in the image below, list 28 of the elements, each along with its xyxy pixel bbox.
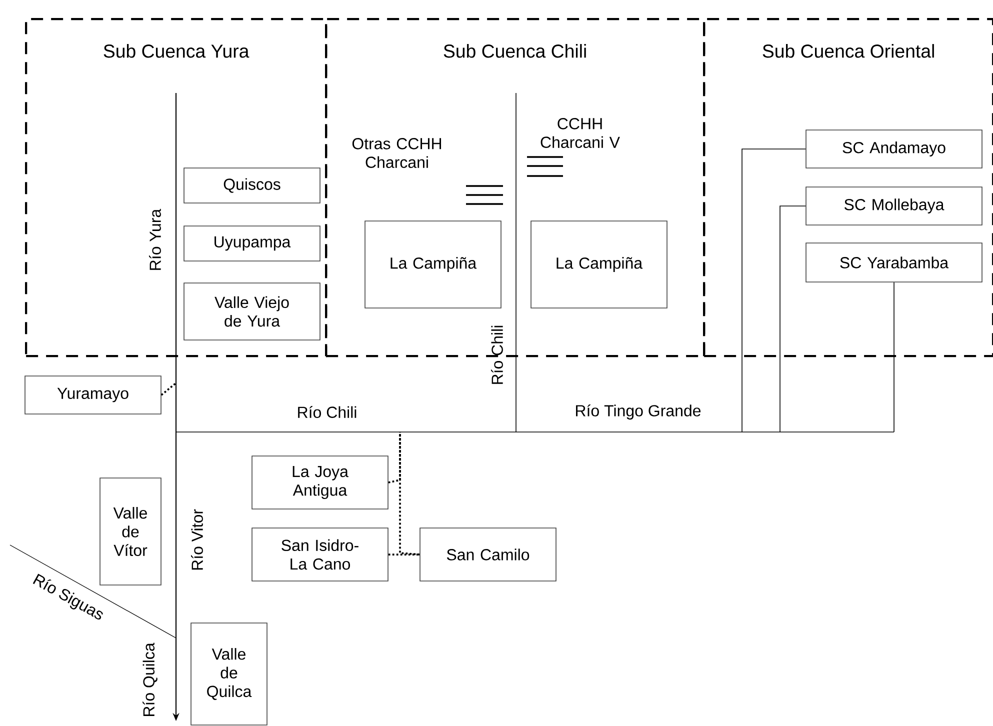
river-label: Otras CCHH Charcani — [352, 138, 442, 168]
river-label: CCHH Charcani V — [540, 118, 620, 148]
connector-line — [742, 148, 806, 432]
area-box: SC Yarabamba — [806, 242, 982, 282]
connector-line — [780, 206, 806, 432]
river-label: Río Quilca — [142, 642, 158, 716]
connector-line — [399, 432, 420, 556]
area-box: Quiscos — [184, 168, 320, 204]
area-box: San Isidro-La Cano — [252, 528, 388, 582]
area-box: Valle de Vítor — [100, 478, 162, 586]
river-label: Río Tingo Grande — [576, 404, 701, 420]
connector-line — [388, 432, 401, 484]
connector-line — [160, 382, 177, 396]
area-box: Uyupampa — [184, 226, 320, 262]
area-box: La Joya Antigua — [252, 456, 388, 510]
river-label: Río Vitor — [191, 509, 203, 570]
area-box: SC Andamayo — [806, 130, 982, 168]
area-box: La Campiña — [530, 220, 668, 308]
area-box: Yuramayo — [24, 376, 162, 414]
river-label: Río Chili — [491, 326, 503, 384]
area-box: Valle de Quilca — [190, 622, 268, 726]
area-box: SC Mollebaya — [806, 186, 982, 226]
area-box: San Camilo — [420, 528, 556, 582]
river-label: Río Chili — [298, 406, 356, 418]
area-box: La Campiña — [364, 220, 502, 308]
river-label: Río Yura — [149, 208, 161, 270]
connector-line — [388, 554, 420, 556]
area-box: Valle Viejo de Yura — [184, 282, 320, 340]
